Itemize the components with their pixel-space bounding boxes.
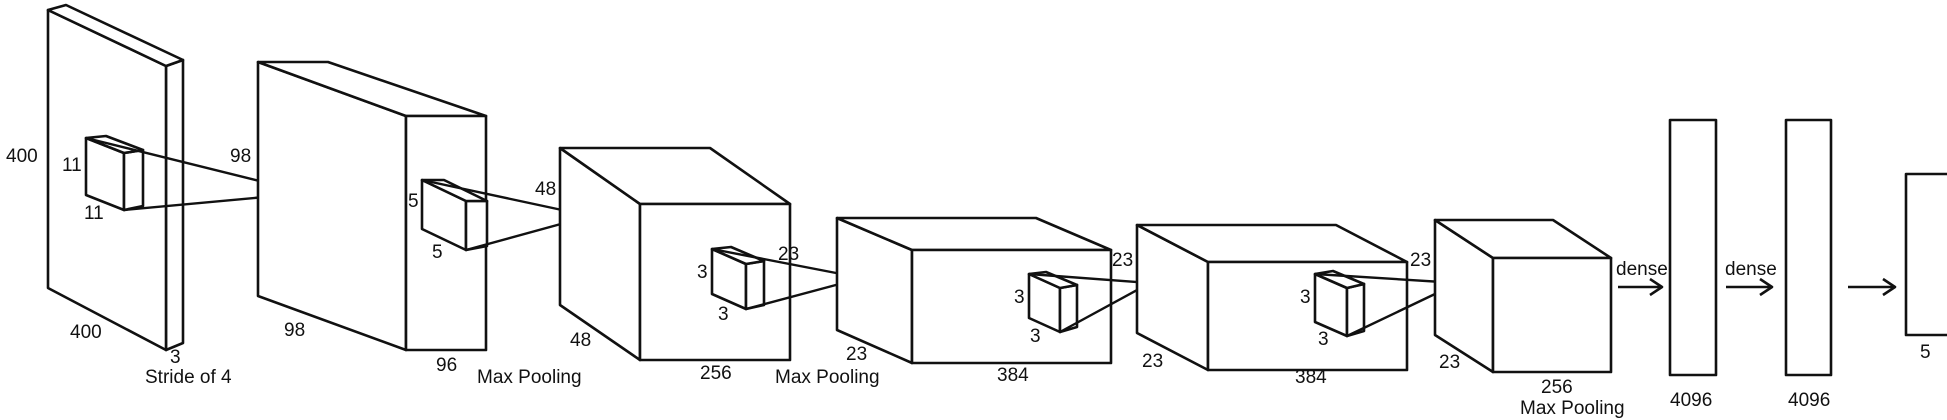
conv1-depth-label: 96 xyxy=(436,355,457,376)
conv5-depth-label: 256 xyxy=(1541,377,1573,398)
conv3-kernel-width-label: 3 xyxy=(718,304,729,325)
dense-layer-2-size-label: 4096 xyxy=(1788,390,1830,411)
kernel-cube-side xyxy=(464,199,489,252)
conv2-kernel xyxy=(420,178,592,252)
conv1-kernel-height-label: 11 xyxy=(62,155,82,176)
dense-arrow-1 xyxy=(1618,277,1664,297)
input-height-label: 400 xyxy=(6,146,38,167)
conv1-kernel xyxy=(84,134,310,212)
output-layer xyxy=(1904,172,1947,337)
conv4-depth-label: 384 xyxy=(1295,367,1327,388)
stride-label: Stride of 4 xyxy=(145,367,232,388)
dense-arrow-2 xyxy=(1726,277,1774,297)
conv3-block-side xyxy=(910,248,1113,365)
conv3-width-label: 23 xyxy=(846,344,867,365)
input-layer xyxy=(46,3,185,352)
input-depth-label: 3 xyxy=(170,347,181,368)
conv4-width-label: 23 xyxy=(1142,351,1163,372)
conv5-height-label: 23 xyxy=(1410,250,1431,271)
output-size-label: 5 xyxy=(1920,342,1931,363)
conv3-kernel-height-label: 3 xyxy=(697,262,708,283)
dense-arrow-1-label: dense xyxy=(1616,259,1668,280)
conv5-kernel-width-label: 3 xyxy=(1318,329,1329,350)
conv3-height-label: 23 xyxy=(778,244,799,265)
dense-layer-1 xyxy=(1668,118,1718,377)
kernel-cube-side xyxy=(744,259,766,311)
conv2-depth-label: 256 xyxy=(700,363,732,384)
conv2-kernel-height-label: 5 xyxy=(408,191,419,212)
conv1-width-label: 98 xyxy=(284,320,305,341)
conv2-kernel-width-label: 5 xyxy=(432,242,443,263)
conv2-height-label: 48 xyxy=(535,179,556,200)
input-width-label: 400 xyxy=(70,322,102,343)
conv4-kernel-height-label: 3 xyxy=(1014,287,1025,308)
kernel-cube-top xyxy=(420,178,489,203)
conv4-kernel xyxy=(1027,270,1152,334)
input-block-top xyxy=(46,3,185,68)
conv5-block-side xyxy=(1491,256,1613,374)
conv5-layer xyxy=(1433,218,1613,374)
conv2-layer xyxy=(558,146,792,362)
conv4-height-label: 23 xyxy=(1112,250,1133,271)
dense-layer-1-size-label: 4096 xyxy=(1670,390,1712,411)
output-arrow xyxy=(1848,277,1897,297)
conv2-width-label: 48 xyxy=(570,330,591,351)
dense-layer-2 xyxy=(1784,118,1833,377)
conv1-kernel-width-label: 11 xyxy=(84,203,104,224)
conv3-kernel xyxy=(710,245,864,311)
dense-arrow-2-label: dense xyxy=(1725,259,1777,280)
conv2-pool-label: Max Pooling xyxy=(775,367,880,388)
conv1-height-label: 98 xyxy=(230,146,251,167)
conv4-kernel-width-label: 3 xyxy=(1030,326,1041,347)
conv5-pool-label: Max Pooling xyxy=(1520,398,1625,419)
conv5-width-label: 23 xyxy=(1439,352,1460,373)
conv3-depth-label: 384 xyxy=(997,365,1029,386)
kernel-cube-side xyxy=(122,148,145,212)
conv5-kernel-height-label: 3 xyxy=(1300,287,1311,308)
conv1-layer xyxy=(256,60,488,352)
conv4-layer xyxy=(1135,223,1409,372)
conv1-pool-label: Max Pooling xyxy=(477,367,582,388)
